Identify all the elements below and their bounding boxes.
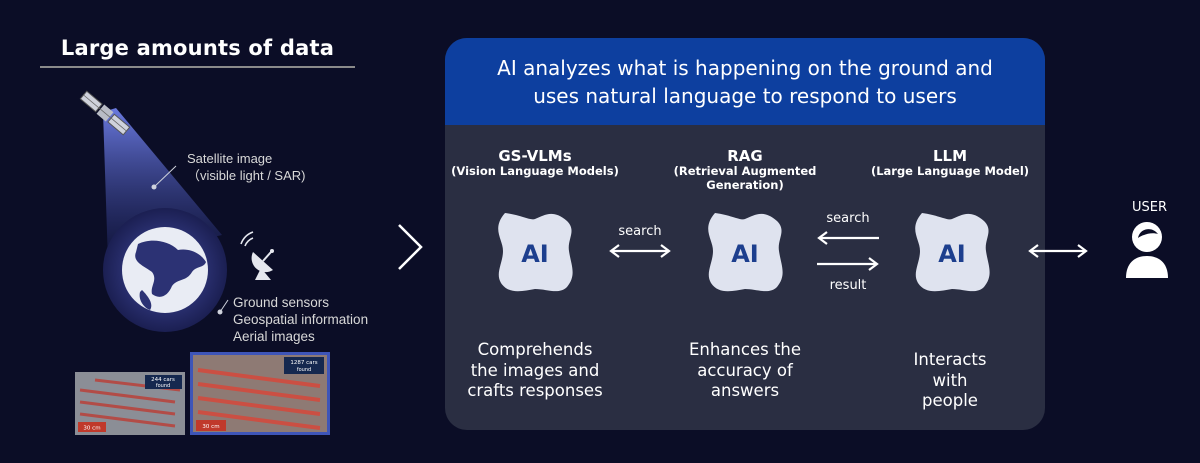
- ai-label: AI: [731, 240, 759, 268]
- llm-subtitle: (Large Language Model): [870, 164, 1030, 178]
- satellite-caption-line-1: Satellite image: [187, 151, 273, 166]
- aerial-thumbnail-2: 1287 cars found 30 cm: [190, 352, 330, 435]
- panel-header-line-2: uses natural language to respond to user…: [533, 84, 957, 108]
- arrow-right-result: [817, 257, 879, 271]
- panel-header-line-1: AI analyzes what is happening on the gro…: [497, 56, 993, 80]
- gs-vlms-desc-line-3: crafts responses: [467, 381, 603, 400]
- rag-desc-line-1: Enhances the: [688, 340, 802, 359]
- left-title: Large amounts of data: [60, 36, 335, 60]
- gs-vlms-subtitle: (Vision Language Models): [451, 164, 619, 178]
- ground-callout-line: [219, 299, 229, 313]
- arrow-left-search: [817, 231, 879, 245]
- rag-subtitle-1: (Retrieval Augmented: [673, 164, 817, 178]
- ai-blob-icon: AI: [708, 213, 783, 292]
- satellite-icon: [79, 90, 131, 136]
- bidirectional-arrow-user: [1028, 244, 1088, 258]
- thumb2-count: 1287 cars: [290, 360, 317, 366]
- gs-vlms-desc-line-1: Comprehends: [477, 340, 593, 359]
- rag-title: RAG: [727, 147, 763, 165]
- antenna-icon: [240, 231, 274, 280]
- llm-desc-line-1: Interacts: [913, 350, 987, 369]
- thumb2-resolution: 30 cm: [202, 424, 219, 430]
- satellite-callout-line: [153, 165, 177, 188]
- ground-caption-line-2: Geospatial information: [233, 312, 369, 327]
- rag-description: Enhances the accuracy of answers: [655, 340, 835, 402]
- ai-process-panel: AI analyzes what is happening on the gro…: [445, 38, 1045, 430]
- llm-desc-line-3: people: [922, 391, 978, 410]
- aerial-thumbnail-1: 244 cars found 30 cm: [75, 372, 185, 435]
- llm-desc-line-2: with: [932, 370, 968, 390]
- satellite-caption-line-2: （visible light / SAR): [187, 168, 306, 183]
- thumb1-resolution: 30 cm: [83, 426, 100, 432]
- gs-vlms-description: Comprehends the images and crafts respon…: [445, 340, 625, 402]
- ai-blob-icon: AI: [915, 213, 990, 292]
- ground-caption: Ground sensors Geospatial information Ae…: [233, 294, 368, 345]
- result-label: result: [829, 278, 867, 293]
- satellite-illustration: [79, 90, 274, 332]
- ai-label: AI: [938, 240, 966, 268]
- bidirectional-arrow-search: [609, 244, 671, 258]
- gs-vlms-title: GS-VLMs: [498, 147, 572, 165]
- llm-description: Interacts with people: [860, 350, 1040, 412]
- ground-caption-line-3: Aerial images: [233, 329, 315, 344]
- title-divider: [40, 66, 355, 68]
- globe-icon: [122, 227, 208, 313]
- gs-vlms-desc-line-2: the images and: [470, 360, 600, 380]
- rag-desc-line-3: answers: [710, 381, 780, 400]
- llm-title: LLM: [932, 147, 968, 165]
- ground-caption-line-1: Ground sensors: [233, 295, 330, 310]
- panel-header: AI analyzes what is happening on the gro…: [445, 38, 1045, 125]
- thumb1-count-2: found: [156, 383, 170, 389]
- search-label-1: search: [618, 224, 662, 239]
- thumb1-count: 244 cars: [151, 377, 175, 383]
- ai-label: AI: [521, 240, 549, 268]
- rag-subtitle-2: Generation): [706, 178, 784, 192]
- thumb2-count-2: found: [297, 367, 311, 373]
- user-icon: [1126, 222, 1168, 278]
- ai-blob-icon: AI: [498, 213, 573, 292]
- user-label: USER: [1132, 200, 1168, 215]
- search-label-2: search: [826, 211, 870, 226]
- chevron-right-icon: [398, 224, 423, 270]
- rag-desc-line-2: accuracy of: [697, 360, 793, 380]
- satellite-caption: Satellite image （visible light / SAR): [187, 150, 305, 184]
